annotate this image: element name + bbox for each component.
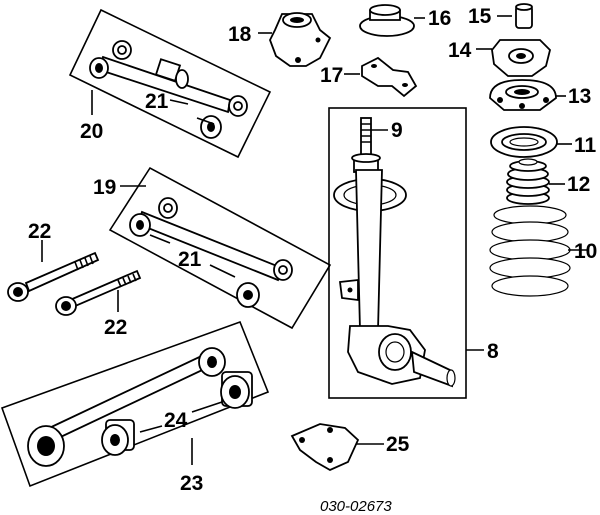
callout-16: 16 bbox=[428, 7, 451, 30]
bolt-22-lower bbox=[55, 269, 142, 316]
group-box-20 bbox=[68, 8, 272, 159]
group-box-8 bbox=[328, 107, 467, 399]
callout-15: 15 bbox=[468, 5, 492, 28]
callout-23: 23 bbox=[180, 472, 203, 495]
bracket-17 bbox=[344, 56, 418, 98]
spring-seat-13 bbox=[489, 79, 566, 111]
arm-assembly-19 bbox=[108, 166, 332, 330]
diagram-code: 030-02673 bbox=[320, 498, 392, 515]
callout-13: 13 bbox=[568, 85, 591, 108]
group-box-19 bbox=[108, 166, 332, 330]
bolt-22-upper bbox=[7, 240, 100, 302]
link-assembly-23 bbox=[0, 320, 270, 488]
callout-21a: 21 bbox=[145, 90, 169, 113]
callout-10: 10 bbox=[574, 240, 597, 263]
insulator-11 bbox=[490, 126, 572, 158]
callout-22a: 22 bbox=[28, 220, 51, 243]
group-box-23 bbox=[0, 320, 270, 488]
callout-24: 24 bbox=[164, 409, 188, 432]
cap-16 bbox=[359, 4, 425, 37]
mount-18 bbox=[258, 12, 332, 67]
callout-18: 18 bbox=[228, 23, 252, 46]
callout-14: 14 bbox=[448, 39, 472, 62]
callout-25: 25 bbox=[386, 433, 410, 456]
bumper-15 bbox=[497, 3, 533, 29]
callout-12: 12 bbox=[567, 173, 590, 196]
arm-assembly-20 bbox=[68, 8, 272, 159]
callout-20: 20 bbox=[80, 120, 103, 143]
callout-21b: 21 bbox=[178, 248, 202, 271]
callout-17: 17 bbox=[320, 64, 343, 87]
mount-plate-14 bbox=[476, 39, 551, 77]
callout-22b: 22 bbox=[104, 316, 127, 339]
callout-11: 11 bbox=[574, 134, 597, 157]
bracket-25 bbox=[290, 423, 384, 472]
strut-assembly-8 bbox=[328, 107, 484, 399]
coil-spring-10 bbox=[489, 205, 588, 297]
bump-stop-12 bbox=[506, 158, 565, 205]
callout-9: 9 bbox=[391, 119, 403, 142]
callout-8: 8 bbox=[487, 340, 499, 363]
callout-19: 19 bbox=[93, 176, 116, 199]
